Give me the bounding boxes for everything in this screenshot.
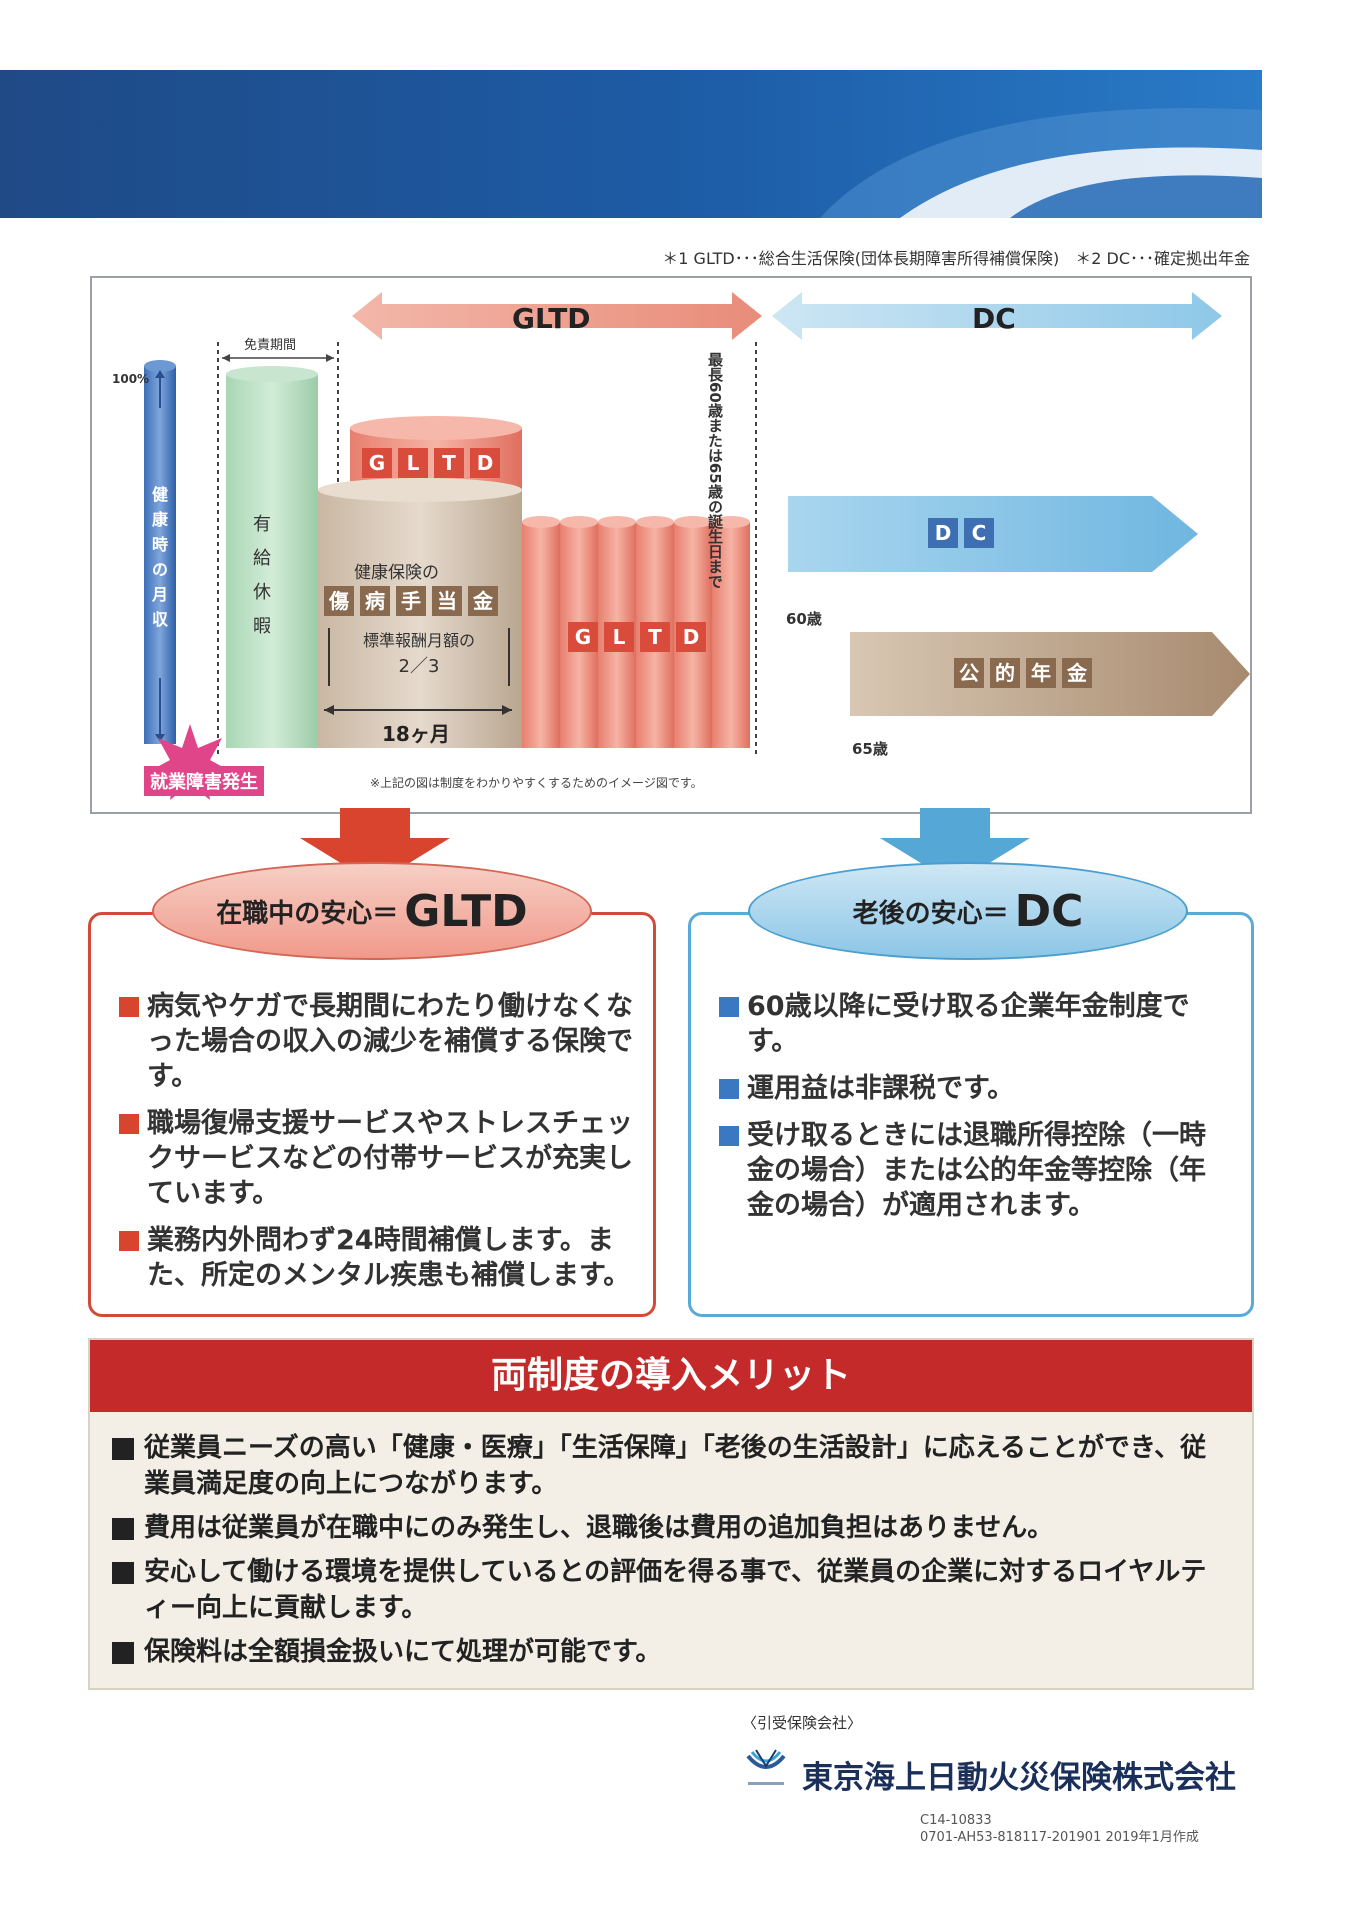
- merit-title: 両制度の導入メリット: [90, 1340, 1252, 1412]
- merit-bullet: 保険料は全額損金扱いにて処理が可能です。: [112, 1634, 1230, 1670]
- max-age-line2: 65歳の誕生日まで: [706, 462, 724, 589]
- shoubyou-tile: 手: [396, 586, 426, 616]
- banner-swoosh-graphic: [820, 108, 1262, 218]
- paid-leave-label: 有給休暇: [252, 508, 272, 644]
- paid-leave-char: 休: [253, 582, 271, 603]
- pension-tile: 金: [1062, 658, 1092, 688]
- age-65-label: 65歳: [852, 740, 888, 758]
- gltd-tile: D: [676, 622, 706, 652]
- gltd-tile: T: [434, 448, 464, 478]
- dc-section-title: 老後の安心＝DC: [748, 862, 1188, 960]
- disability-starburst: [148, 724, 232, 800]
- health-income-char: 月: [151, 585, 168, 604]
- months-18-label: 18ヶ月: [382, 722, 450, 746]
- gltd-section: 病気やケガで長期間にわたり働けなくなった場合の収入の減少を補償する保険です。 職…: [88, 912, 656, 1317]
- pension-tiles: 公的年金: [954, 658, 1098, 688]
- company-logo-icon: [746, 1749, 786, 1785]
- dc-bullet: 運用益は非課税です。: [717, 1071, 1227, 1106]
- document-codes: C14-10833 0701-AH53-818117-201901 2019年1…: [920, 1812, 1199, 1846]
- pension-tile: 的: [990, 658, 1020, 688]
- paid-leave-char: 有: [253, 514, 271, 535]
- gltd-tile: G: [362, 448, 392, 478]
- dc-tile: D: [928, 518, 958, 548]
- paid-leave-char: 暇: [253, 616, 271, 637]
- gltd-tile: T: [640, 622, 670, 652]
- pension-tile: 公: [954, 658, 984, 688]
- insurer-label: 〈引受保険会社〉: [742, 1714, 863, 1732]
- gltd-section-title: 在職中の安心＝GLTD: [152, 862, 592, 960]
- gltd-arrow-label: GLTD: [512, 302, 591, 335]
- kenpo-label: 健康保険の: [354, 563, 439, 583]
- merit-bullet: 従業員ニーズの高い「健康・医療」「生活保障」「老後の生活設計」に応えることができ…: [112, 1430, 1230, 1502]
- header-banner: [0, 70, 1262, 218]
- standard-pay-bracket: 標準報酬月額の 2／3: [328, 628, 510, 686]
- gltd-tile: D: [470, 448, 500, 478]
- health-income-char: 収: [151, 610, 168, 629]
- dc-bullet: 60歳以降に受け取る企業年金制度です。: [717, 989, 1227, 1059]
- gltd-bullet: 職場復帰支援サービスやストレスチェックサービスなどの付帯サービスが充実しています…: [117, 1106, 635, 1211]
- dc-title-main: DC: [1014, 885, 1084, 937]
- gltd-tile: G: [568, 622, 598, 652]
- dc-down-arrow: [880, 808, 1030, 884]
- gltd-tile: L: [398, 448, 428, 478]
- pension-tile: 年: [1026, 658, 1056, 688]
- dc-range-arrow: [772, 292, 1222, 340]
- dc-section: 60歳以降に受け取る企業年金制度です。 運用益は非課税です。 受け取るときには退…: [688, 912, 1254, 1317]
- max-age-line1: 最長60歳または: [706, 352, 724, 463]
- dc-tile: C: [964, 518, 994, 548]
- shoubyou-tiles: 傷病手当金: [324, 586, 504, 616]
- shoubyou-tile: 当: [432, 586, 462, 616]
- standard-pay-line1: 標準報酬月額の: [362, 631, 475, 650]
- disability-event-label: 就業障害発生: [144, 766, 264, 796]
- dc-title-prefix: 老後の安心＝: [852, 898, 1009, 929]
- merit-bullet: 安心して働ける環境を提供しているとの評価を得る事で、従業員の企業に対するロイヤル…: [112, 1554, 1230, 1626]
- health-income-char: 時: [151, 535, 168, 554]
- gltd-bullet: 業務内外問わず24時間補償します。また、所定のメンタル疾患も補償します。: [117, 1223, 635, 1293]
- health-income-char: 健: [151, 485, 168, 504]
- dc-arrow-label: DC: [972, 302, 1016, 335]
- health-income-char: 康: [151, 510, 168, 529]
- gltd-title-main: GLTD: [404, 885, 528, 937]
- health-income-char: の: [151, 560, 168, 579]
- company-name: 東京海上日動火災保険株式会社: [802, 1760, 1236, 1796]
- document-code: C14-10833: [920, 1813, 992, 1828]
- image-note: ※上記の図は制度をわかりやすくするためのイメージ図です。: [370, 776, 703, 790]
- document-code: 0701-AH53-818117-201901 2019年1月作成: [920, 1830, 1199, 1845]
- shoubyou-tile: 病: [360, 586, 390, 616]
- waiting-period-label: 免責期間: [244, 338, 297, 353]
- gltd-tile: L: [604, 622, 634, 652]
- age-60-label: 60歳: [786, 610, 822, 628]
- health-income-label: 健康時の月収: [150, 482, 170, 632]
- gltd-range-arrow: [352, 292, 762, 340]
- paid-leave-char: 給: [253, 548, 271, 569]
- shoubyou-tile: 傷: [324, 586, 354, 616]
- merit-bullet: 費用は従業員が在職中にのみ発生し、退職後は費用の追加負担はありません。: [112, 1510, 1230, 1546]
- percent-100-label: 100%: [112, 372, 150, 386]
- gltd-bullet: 病気やケガで長期間にわたり働けなくなった場合の収入の減少を補償する保険です。: [117, 989, 635, 1094]
- max-age-label: 最長60歳または65歳の誕生日まで: [706, 352, 724, 589]
- standard-pay-line2: 2／3: [398, 656, 440, 677]
- dc-bullet: 受け取るときには退職所得控除（一時金の場合）または公的年金等控除（年金の場合）が…: [717, 1118, 1227, 1223]
- footnote: ＊1 GLTD･･･総合生活保険(団体長期障害所得補償保険) ＊2 DC･･･確…: [662, 249, 1250, 268]
- gltd-down-arrow: [300, 808, 450, 884]
- shoubyou-tile: 金: [468, 586, 498, 616]
- merit-section: 両制度の導入メリット 従業員ニーズの高い「健康・医療」「生活保障」「老後の生活設…: [88, 1338, 1254, 1690]
- gltd-title-prefix: 在職中の安心＝: [216, 898, 399, 929]
